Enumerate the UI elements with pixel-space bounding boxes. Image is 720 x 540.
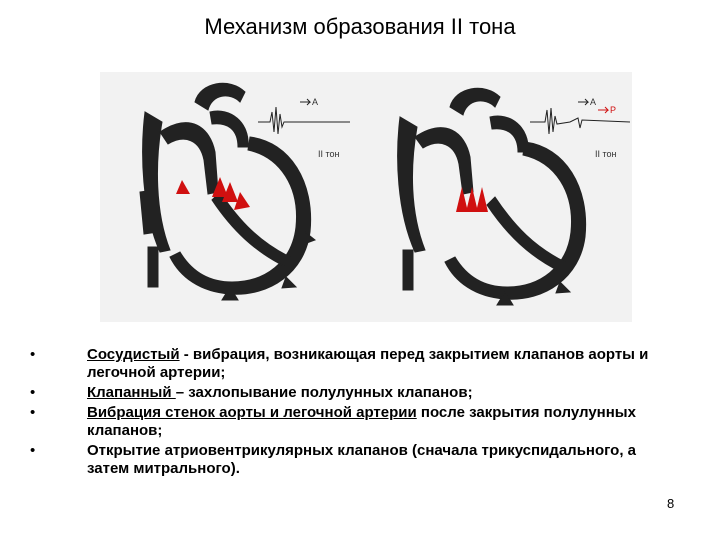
page-number: 8	[667, 496, 675, 511]
bullet-glyph: •	[30, 346, 36, 363]
left-waveform	[258, 98, 350, 135]
list-item-text: - вибрация, возникающая перед закрытием …	[87, 346, 649, 381]
list-item-term: Клапанный	[87, 384, 176, 401]
list-item-term: Вибрация стенок аорты и легочной артерии	[87, 404, 417, 421]
left-heart-illustration	[139, 82, 317, 301]
list-item-term: Сосудистый	[87, 346, 180, 363]
bullet-glyph: •	[30, 442, 36, 459]
left-label-tone: II тон	[318, 149, 340, 159]
list-item-text: Открытие атриовентрикулярных клапанов (с…	[87, 442, 637, 477]
list-item-text: – захлопывание полулунных клапанов;	[175, 384, 473, 401]
right-label-p: P	[610, 105, 616, 115]
list-item-text: после закрытия полулунных клапанов;	[87, 404, 636, 439]
left-label-a: A	[312, 97, 318, 107]
list-item: • Вибрация стенок аорты и легочной артер…	[30, 404, 680, 440]
mechanism-list: • Сосудистый - вибрация, возникающая пер…	[30, 346, 680, 480]
right-label-tone: II тон	[595, 149, 617, 159]
right-arrows	[456, 187, 488, 212]
list-item: • Открытие атриовентрикулярных клапанов …	[30, 442, 680, 478]
right-waveform	[530, 98, 631, 135]
list-item: • Клапанный – захлопывание полулунных кл…	[30, 384, 680, 402]
right-heart-illustration	[397, 87, 587, 306]
list-item: • Сосудистый - вибрация, возникающая пер…	[30, 346, 680, 382]
right-label-a: A	[590, 97, 596, 107]
left-arrows	[176, 177, 250, 210]
bullet-glyph: •	[30, 384, 36, 401]
slide-title: Механизм образования II тона	[204, 14, 516, 39]
heart-diagram: A II тон A P II тон	[100, 72, 632, 322]
bullet-glyph: •	[30, 404, 36, 421]
